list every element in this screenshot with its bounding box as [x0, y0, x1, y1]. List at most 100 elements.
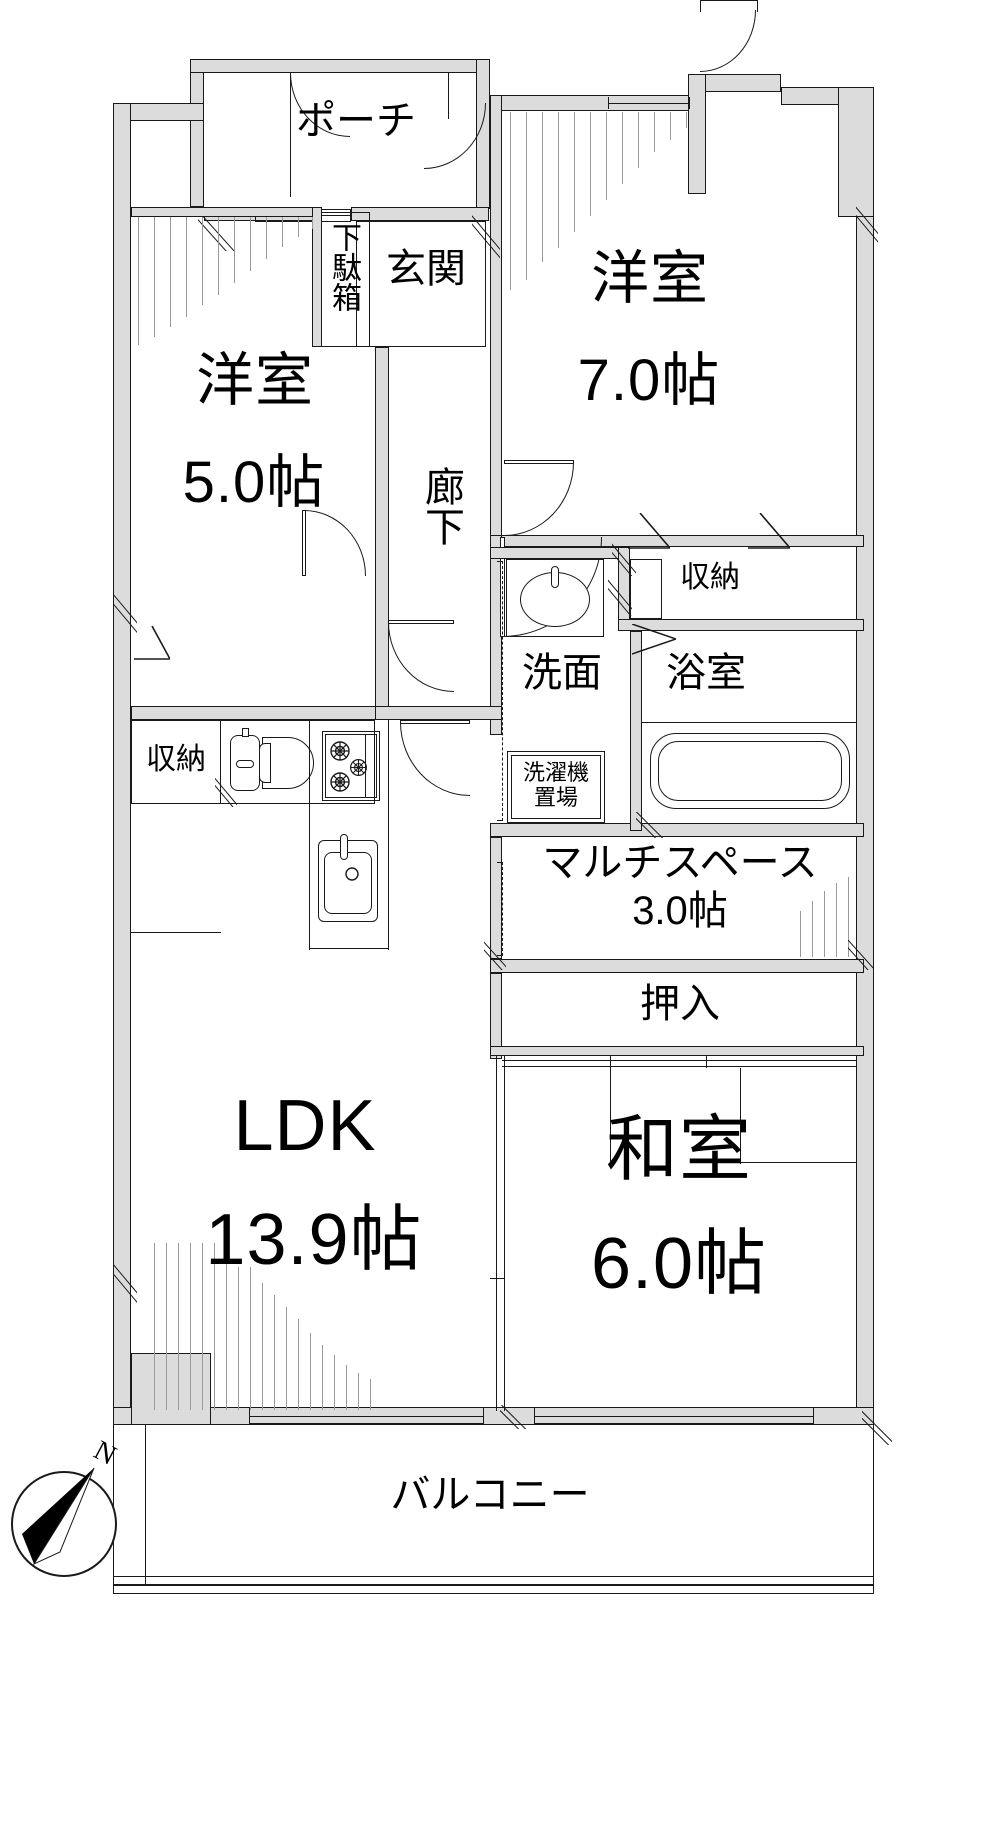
western7-closet-rail-line — [608, 103, 690, 104]
multispace-hatch-left — [484, 940, 506, 970]
kitchen-counter-right-edge — [388, 720, 389, 950]
kitchen-sink-basin — [324, 852, 372, 914]
gas-burner-icon-2 — [350, 759, 367, 776]
bathroom-tub-divider — [642, 722, 856, 723]
storage-b-hatch — [612, 540, 636, 576]
closet-tent-western5 — [134, 626, 170, 660]
room-label-western7-name: 洋室 — [590, 246, 709, 311]
room-label-washitsu-area: 6.0帖 — [590, 1224, 768, 1304]
wall-multispace-bottom — [490, 959, 864, 973]
washitsu-left-mark — [490, 1278, 504, 1279]
entry-door-top-right-frame — [700, 0, 758, 12]
balcony-rail-line — [113, 1585, 874, 1586]
wall-porch-top — [190, 59, 490, 73]
wall-oshiire-bottom — [490, 1046, 864, 1056]
bathroom-door-hatch — [636, 812, 666, 838]
ldk-balcony-door-rail — [249, 1416, 484, 1417]
storage-b-inner-box — [630, 559, 662, 619]
washroom-left-sliding — [497, 561, 503, 821]
room-label-western7-area: 7.0帖 — [577, 348, 721, 413]
western5-closet-ticks — [134, 217, 318, 347]
gas-stove-outer — [322, 731, 380, 801]
wall-exterior-right — [856, 87, 874, 1425]
washitsu-tatami-line-h — [740, 1068, 741, 1164]
wall-western5-top — [131, 207, 321, 217]
compass-north-label: N — [89, 1435, 121, 1472]
label-laundry: 洗濯機置場 — [522, 760, 589, 811]
wall-washroom-top — [490, 547, 630, 559]
multispace-hatch-right — [848, 940, 874, 970]
washitsu-tatami-line-v — [610, 1068, 611, 1164]
room-label-washitsu-name: 和室 — [605, 1110, 752, 1190]
oshiire-door-rail-2 — [502, 1066, 856, 1067]
balcony-outline — [113, 1425, 874, 1585]
room-label-ldk-area: 13.9帖 — [205, 1200, 423, 1280]
wall-genkan-top — [351, 207, 489, 221]
washitsu-left-edge-2 — [504, 1056, 505, 1411]
door-leaf-kitchen — [400, 720, 470, 724]
toilet-flush-lever-icon — [236, 760, 254, 768]
wall-exterior-bottom — [113, 1407, 874, 1425]
wall-exterior-right-notch-lower — [838, 87, 874, 217]
room-label-multispace-area: 3.0帖 — [632, 889, 728, 933]
laundry-space-outer — [507, 751, 605, 823]
washitsu-balcony-door-rail — [534, 1416, 814, 1417]
genkan-outline — [356, 221, 486, 347]
room-label-bathroom: 浴室 — [666, 651, 746, 695]
washbasin-faucet-icon — [551, 566, 559, 588]
door-leaf-western7 — [504, 460, 574, 464]
wall-multispace-left — [490, 837, 502, 959]
room-label-oshiire: 押入 — [640, 982, 720, 1026]
room-label-multispace-name: マルチスペース — [542, 841, 818, 885]
wall-ldk-left-jog — [131, 1353, 211, 1425]
door-swing-western5 — [304, 510, 366, 576]
room-label-porch: ポーチ — [296, 99, 416, 143]
wall-washroom-bottom — [490, 823, 864, 837]
multispace-sliding-door — [497, 862, 503, 956]
ldk-window-ticks — [150, 1243, 400, 1413]
room-label-genkan: 玄関 — [386, 247, 466, 291]
room-label-balcony: バルコニー — [390, 1473, 590, 1517]
wall-bath-left — [630, 631, 642, 831]
western7-closet-ticks — [506, 112, 696, 292]
kitchen-sink-drain-icon — [345, 867, 359, 881]
door-leaf-ldk — [388, 620, 454, 624]
room-label-ldk-name: LDK — [233, 1086, 377, 1166]
toilet-room-outline — [221, 720, 375, 804]
door-swing-western7 — [504, 462, 574, 536]
kitchen-faucet-icon — [340, 834, 348, 860]
room-label-western5-name: 洋室 — [195, 348, 314, 413]
laundry-space-inner — [511, 755, 601, 819]
label-getabako: 下駄箱 — [327, 222, 360, 312]
closet-tent-storage-b-right — [748, 513, 790, 549]
kitchen-counter-bottom — [309, 948, 389, 949]
room-label-storage-a: 収納 — [146, 743, 206, 776]
door-swing-ldk — [388, 622, 454, 692]
wall-exterior-left — [113, 103, 131, 1425]
washbasin-counter — [506, 559, 604, 637]
storage-a-outline — [131, 720, 221, 804]
toilet-tank-lid-icon — [242, 728, 249, 737]
door-swing-kitchen — [400, 722, 470, 796]
room-label-storage-b: 収納 — [680, 561, 740, 594]
compass-rose: N — [11, 1435, 121, 1577]
door-swing-top-right — [700, 10, 756, 72]
gas-stove-divider — [365, 734, 366, 798]
oshiire-door-split-2 — [706, 1056, 707, 1068]
washitsu-tatami-line-h2 — [740, 1162, 856, 1163]
wall-western5-right — [312, 207, 322, 347]
ldk-wall-hatch-left — [113, 1253, 137, 1305]
gas-burner-icon-3 — [330, 772, 350, 792]
bathtub-inner-icon — [658, 741, 842, 801]
wall-western5-right-lower — [375, 347, 389, 720]
western7-wall-hatch — [472, 205, 500, 259]
wall-porch-left — [190, 59, 204, 207]
closet-tent-storage-b-left — [628, 513, 670, 549]
wall-western5-bottom — [131, 706, 391, 720]
wall-top-bedroom7-right — [688, 74, 706, 194]
door-leaf-western5 — [302, 510, 306, 576]
porch-inner-partition — [290, 73, 291, 197]
toilet-seat-icon — [259, 743, 271, 783]
room-label-washroom: 洗面 — [522, 651, 602, 695]
gas-stove-inner — [325, 734, 377, 798]
